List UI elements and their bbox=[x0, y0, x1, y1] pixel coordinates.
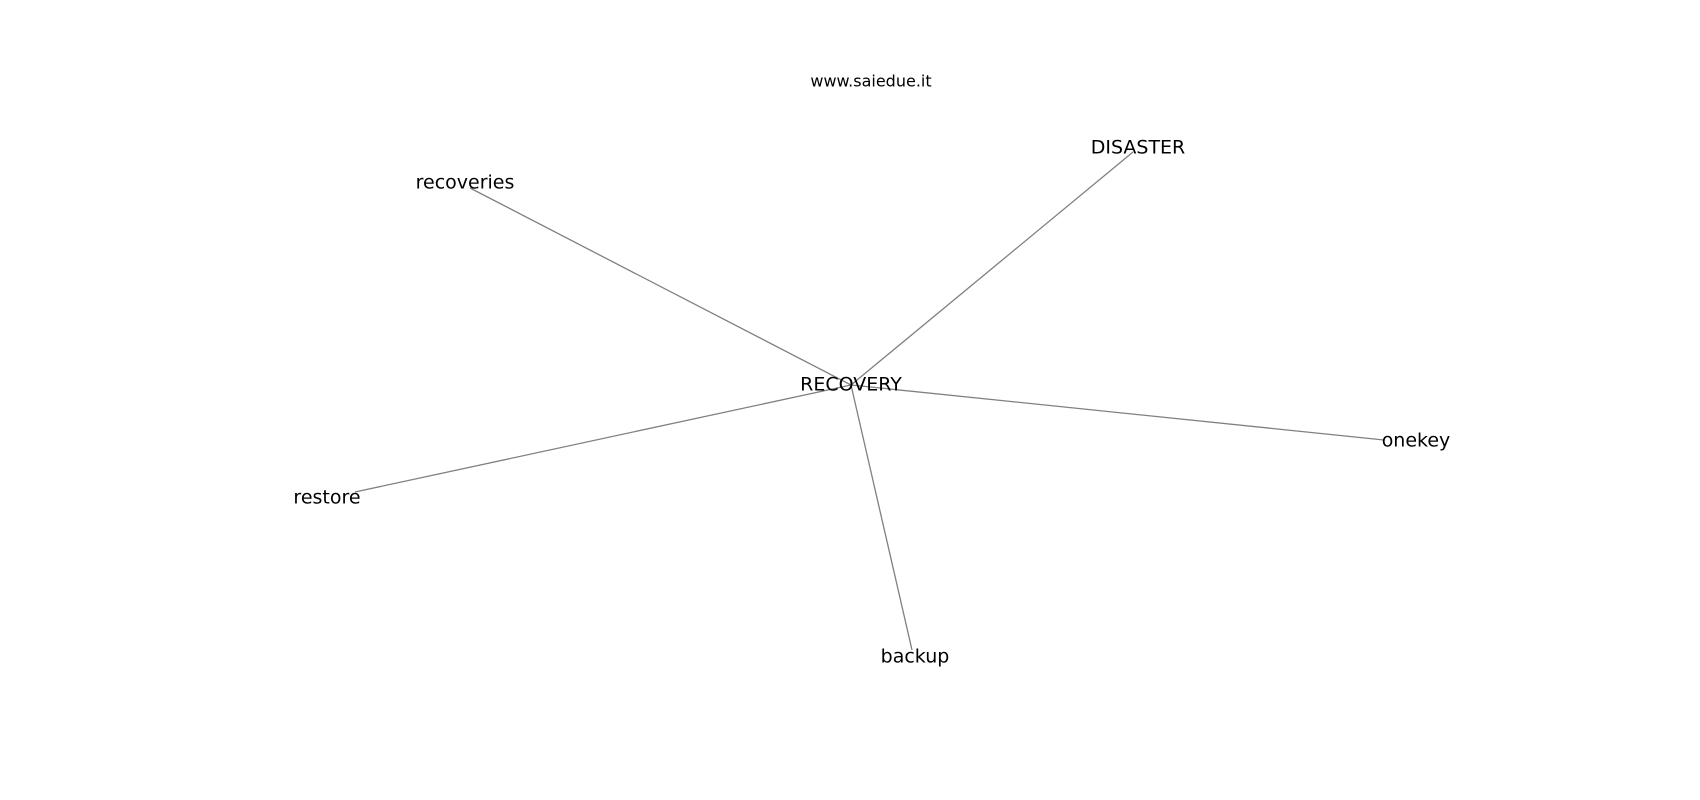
node-label-restore: restore bbox=[293, 487, 360, 509]
edge-recovery-backup bbox=[850, 384, 913, 651]
node-label-backup: backup bbox=[881, 646, 950, 668]
node-label-disaster: DISASTER bbox=[1091, 137, 1186, 159]
edge-recovery-recoveries bbox=[469, 187, 852, 386]
edge-recovery-restore bbox=[354, 384, 852, 493]
edge-recovery-disaster bbox=[850, 151, 1134, 386]
nodes-layer: RECOVERY DISASTER recoveries onekey restore b… bbox=[293, 137, 1450, 668]
node-label-recovery: RECOVERY bbox=[800, 374, 902, 396]
site-title: www.saiedue.it bbox=[810, 72, 931, 91]
node-label-onekey: onekey bbox=[1382, 430, 1451, 452]
edge-recovery-onekey bbox=[850, 384, 1385, 441]
node-label-recoveries: recoveries bbox=[416, 172, 515, 194]
edges-layer bbox=[354, 151, 1385, 651]
